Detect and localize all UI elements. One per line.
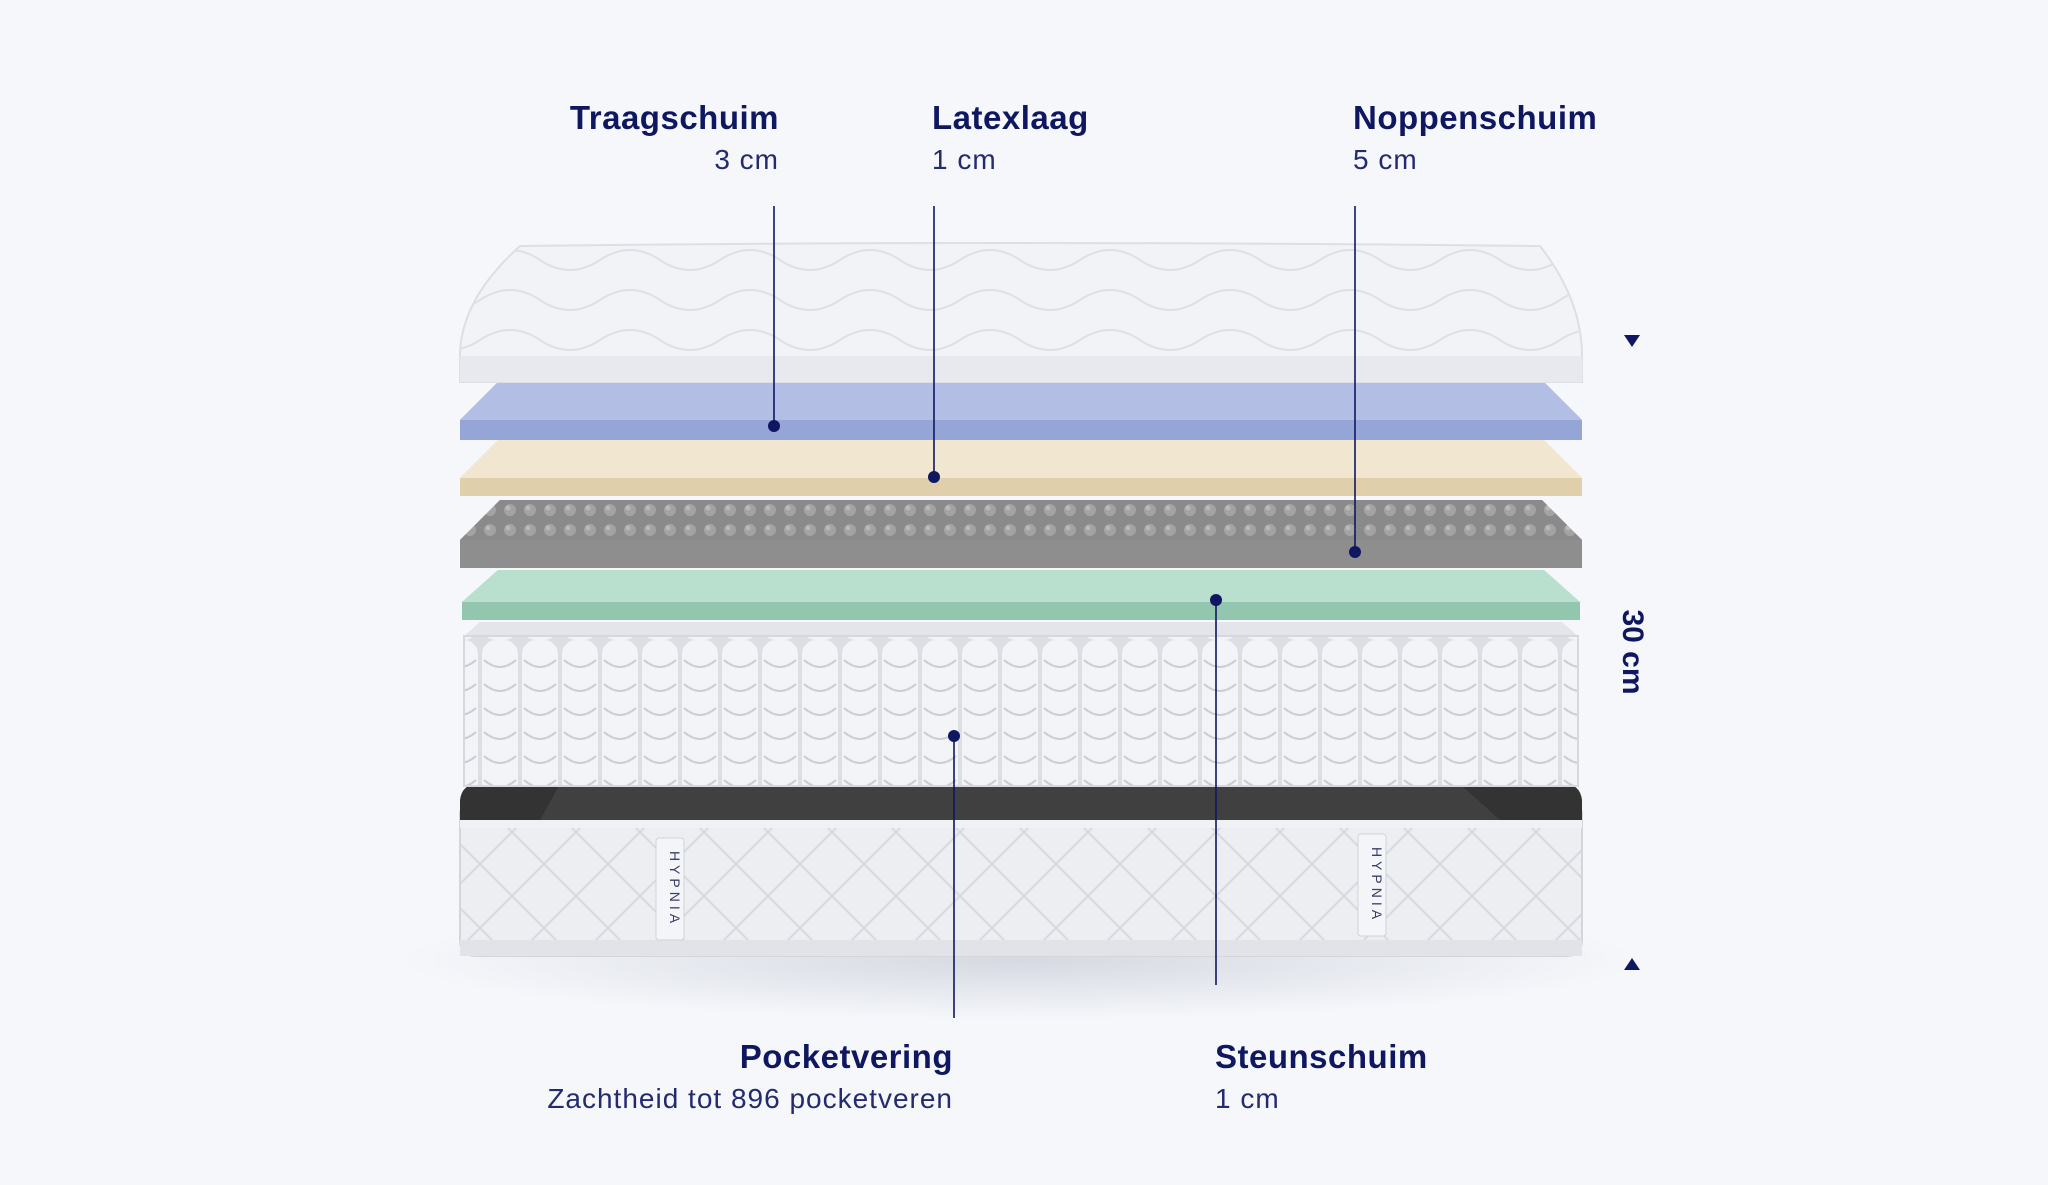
layer-title: Pocketvering [739, 1038, 953, 1075]
layer-title: Steunschuim [1215, 1038, 1428, 1075]
layer-thickness: 3 cm [714, 144, 779, 175]
marker-latexlaag [928, 471, 940, 483]
layer-pocketvering [463, 622, 1579, 787]
marker-pocketvering [948, 730, 960, 742]
layer-latexlaag [460, 440, 1582, 496]
layer-title: Noppenschuim [1353, 99, 1598, 136]
label-pocketvering: Pocketvering Zachtheid tot 896 pocketver… [547, 1040, 953, 1113]
label-traagschuim: Traagschuim 3 cm [570, 101, 779, 174]
layer-traagschuim [460, 382, 1582, 440]
layer-thickness: 1 cm [1215, 1083, 1280, 1114]
arrow-up-icon [1624, 958, 1640, 970]
label-noppenschuim: Noppenschuim 5 cm [1353, 101, 1597, 174]
brand-tag-left: HYPNIA [655, 837, 685, 941]
brand-tag-right: HYPNIA [1357, 833, 1387, 937]
mattress-topper [459, 242, 1583, 383]
layer-thickness: 1 cm [932, 144, 997, 175]
label-steunschuim: Steunschuim 1 cm [1215, 1040, 1428, 1113]
layer-steunschuim [462, 570, 1580, 620]
layer-title: Latexlaag [932, 99, 1089, 136]
arrow-down-icon [1624, 335, 1640, 347]
marker-traagschuim [768, 420, 780, 432]
brand-logo-text: HYPNIA [1369, 847, 1385, 923]
layer-title: Traagschuim [569, 99, 779, 136]
marker-noppenschuim [1349, 546, 1361, 558]
mattress-base [459, 784, 1583, 957]
marker-steunschuim [1210, 594, 1222, 606]
layer-thickness: 5 cm [1353, 144, 1418, 175]
brand-logo-text: HYPNIA [667, 851, 683, 927]
total-height-label: 30 cm [1616, 609, 1649, 695]
layer-description: Zachtheid tot 896 pocketveren [547, 1083, 953, 1114]
label-latexlaag: Latexlaag 1 cm [932, 101, 1089, 174]
layer-noppenschuim [460, 500, 1582, 568]
